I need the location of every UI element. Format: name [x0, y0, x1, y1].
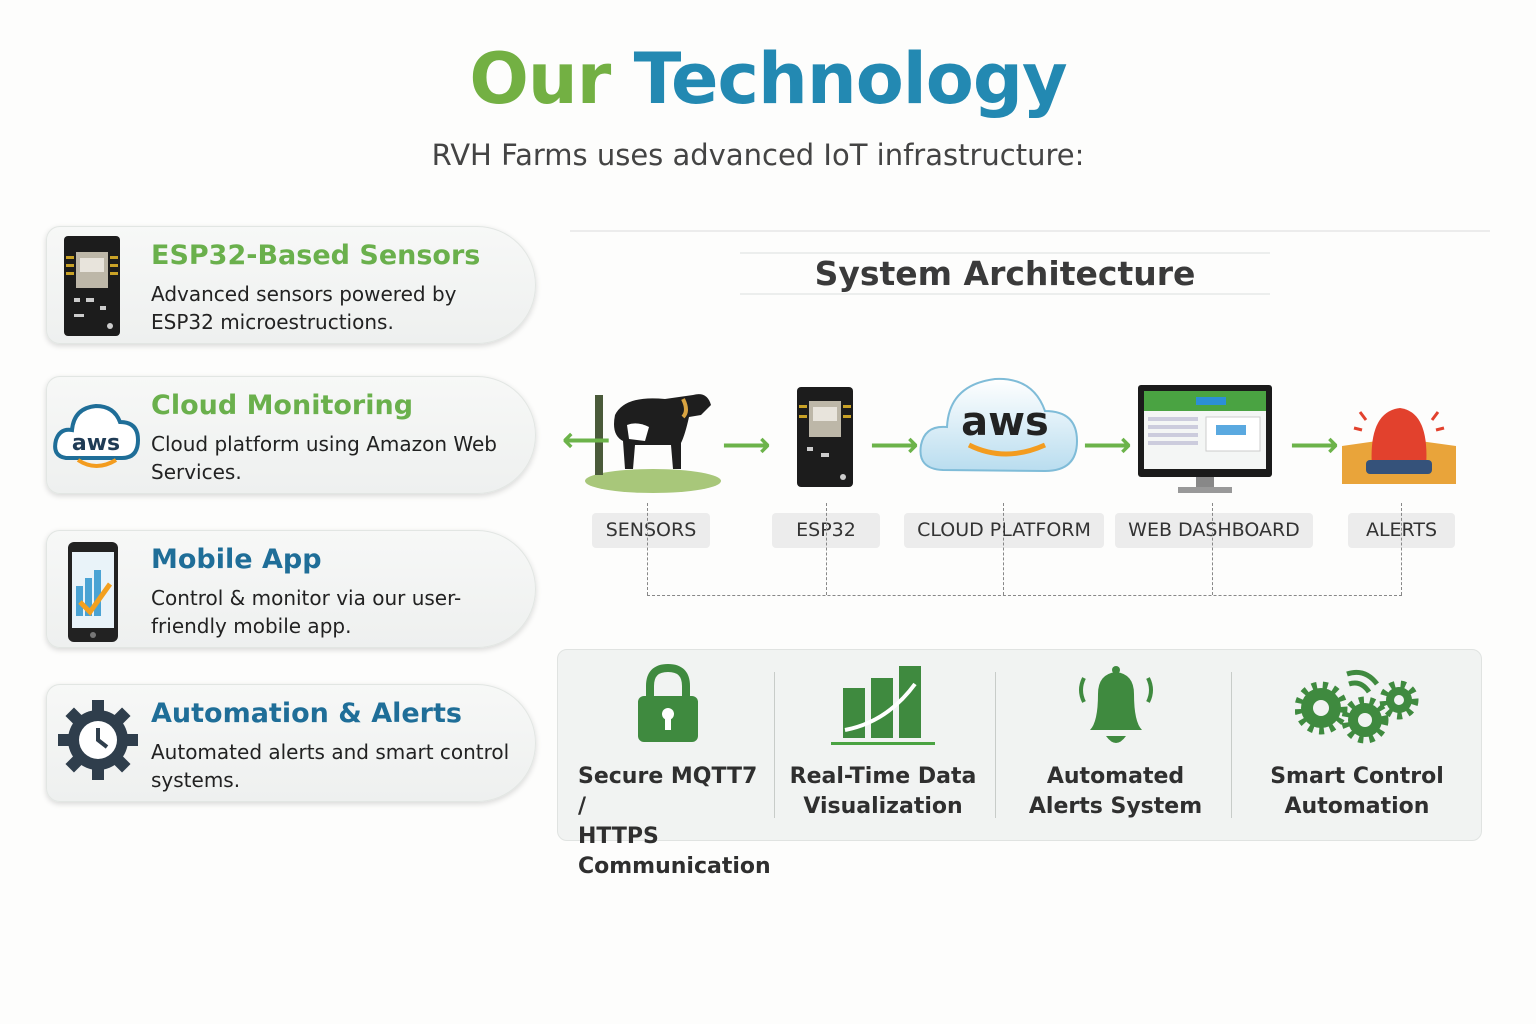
- connector-line: [1212, 503, 1213, 595]
- web-dashboard-monitor-icon: [1136, 383, 1276, 518]
- card-desc: Control & monitor via our user-friendly …: [151, 586, 462, 638]
- node-label-cloud-platform: CLOUD PLATFORM: [904, 513, 1104, 548]
- bell-icon: [1078, 666, 1153, 743]
- node-label-sensors: SENSORS: [592, 513, 710, 548]
- feature-label: Smart Control: [1270, 764, 1444, 789]
- esp32-board-icon: [62, 236, 132, 336]
- connector-line: [1003, 503, 1004, 595]
- card-title: Mobile App: [151, 544, 322, 575]
- card-desc: Cloud platform using Amazon Web Services…: [151, 432, 497, 484]
- feature-label: Secure MQTT7 /: [578, 764, 758, 819]
- feature-label: Automated: [1046, 764, 1185, 789]
- divider: [995, 672, 996, 818]
- gear-clock-icon: [56, 694, 140, 794]
- feature-secure-communication: Secure MQTT7 /HTTPS Communication: [568, 650, 771, 879]
- arrow-right-icon: ⟶: [1290, 425, 1339, 465]
- aws-logo-text: aws: [961, 399, 1049, 445]
- mobile-phone-icon: [62, 540, 132, 642]
- bar-chart-icon: [831, 666, 935, 745]
- connector-line: [1401, 503, 1402, 595]
- architecture-title: System Architecture: [740, 252, 1270, 295]
- card-title: ESP32-Based Sensors: [151, 240, 481, 271]
- page-subtitle: RVH Farms uses advanced IoT infrastructu…: [431, 138, 1085, 172]
- card-desc: Automated alerts and smart control syste…: [151, 740, 510, 792]
- divider: [570, 230, 1490, 232]
- svg-text:aws: aws: [72, 431, 120, 456]
- node-label-web-dashboard: WEB DASHBOARD: [1115, 513, 1313, 548]
- arrow-right-icon: ⟶: [1083, 425, 1132, 465]
- card-cloud-monitoring: aws Cloud Monitoring Cloud platform usin…: [46, 376, 536, 494]
- card-title: Cloud Monitoring: [151, 390, 414, 421]
- esp32-board-icon: [795, 385, 855, 520]
- page-title: Our Technology: [0, 38, 1536, 120]
- aws-cloud-icon: aws: [52, 386, 142, 486]
- arrow-left-icon: ⟵: [562, 420, 611, 460]
- lock-icon: [638, 664, 698, 742]
- card-mobile-app: Mobile App Control & monitor via our use…: [46, 530, 536, 648]
- feature-label: HTTPS Communication: [578, 824, 771, 879]
- connector-line: [647, 503, 648, 595]
- connector-line: [826, 503, 827, 595]
- card-title: Automation & Alerts: [151, 698, 462, 729]
- arrow-right-icon: ⟶: [722, 425, 771, 465]
- card-desc: Advanced sensors powered by ESP32 microe…: [151, 282, 457, 334]
- connector-bus-line: [647, 595, 1402, 596]
- feature-label: Visualization: [803, 794, 963, 819]
- card-automation-alerts: Automation & Alerts Automated alerts and…: [46, 684, 536, 802]
- title-our: Our: [469, 38, 611, 120]
- cow-sensor-icon: [565, 365, 725, 500]
- card-esp32-sensors: ESP32-Based Sensors Advanced sensors pow…: [46, 226, 536, 344]
- title-technology: Technology: [633, 38, 1068, 120]
- features-panel: Secure MQTT7 /HTTPS Communication Real-T…: [557, 649, 1482, 879]
- divider: [1231, 672, 1232, 818]
- gears-icon: [1295, 669, 1419, 744]
- divider: [774, 672, 775, 818]
- feature-label: Automation: [1284, 794, 1430, 819]
- aws-cloud-icon: aws: [915, 365, 1085, 500]
- feature-label: Alerts System: [1028, 794, 1203, 819]
- alert-siren-icon: [1338, 398, 1460, 533]
- arrow-right-icon: ⟶: [870, 425, 919, 465]
- feature-label: Real-Time Data: [789, 764, 977, 789]
